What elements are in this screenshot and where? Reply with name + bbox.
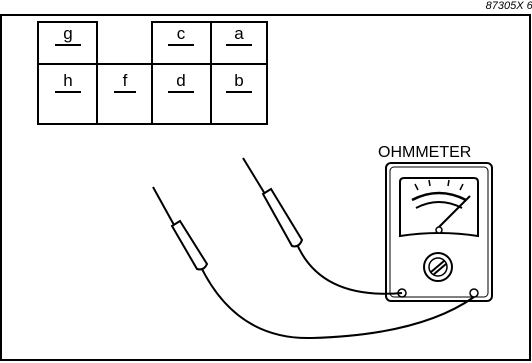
test-probe-tip (152, 186, 175, 226)
ohmmeter-label: OHMMETER (378, 144, 471, 161)
ohmmeter-scale-arc (415, 201, 463, 209)
ohmmeter-dial-window (399, 177, 479, 238)
test-probe-right (242, 157, 304, 248)
terminal-cell-b (210, 63, 268, 125)
ohmmeter-scale-tick (414, 183, 419, 191)
diagram-frame (0, 14, 531, 361)
ohmmeter-scale-tick (428, 179, 431, 187)
terminal-label-c: c (177, 24, 186, 43)
ohmmeter-scale-arc (411, 191, 467, 202)
terminal-label-f: f (123, 71, 128, 90)
ohmmeter-needle (438, 195, 471, 228)
terminal-cell-h (37, 63, 98, 125)
terminal-label-b: b (234, 71, 243, 90)
ohmmeter-needle-pivot (435, 226, 443, 234)
terminal-cell-f (96, 63, 153, 125)
terminal-label-h: h (63, 71, 72, 90)
terminal-label-g: g (63, 24, 72, 43)
terminal-cell-d (151, 63, 212, 125)
test-lead-wire-left (199, 264, 475, 340)
test-probe-tip (242, 157, 266, 195)
test-probe-handle (261, 187, 304, 248)
ohmmeter-scale-tick (459, 183, 464, 191)
terminal-labels: g c a h f d b (55, 24, 252, 93)
figure-code: 87305X 673 (486, 0, 532, 12)
terminal-label-d: d (176, 71, 185, 90)
ohmmeter-case-inner (389, 166, 489, 298)
ohmmeter (385, 162, 493, 302)
test-lead-wire-right (295, 241, 403, 295)
test-leads (199, 241, 475, 340)
test-probe-left (152, 186, 209, 271)
connector-grid (37, 21, 268, 125)
ohmmeter-knob-slot (432, 263, 447, 276)
terminal-cell-a (210, 21, 268, 65)
ohmmeter-knob-slot (430, 260, 445, 273)
test-probe-handle (170, 219, 209, 271)
ohmmeter-scale-tick (447, 179, 450, 187)
terminal-label-a: a (234, 24, 244, 43)
ohmmeter-terminal-right (469, 288, 479, 298)
